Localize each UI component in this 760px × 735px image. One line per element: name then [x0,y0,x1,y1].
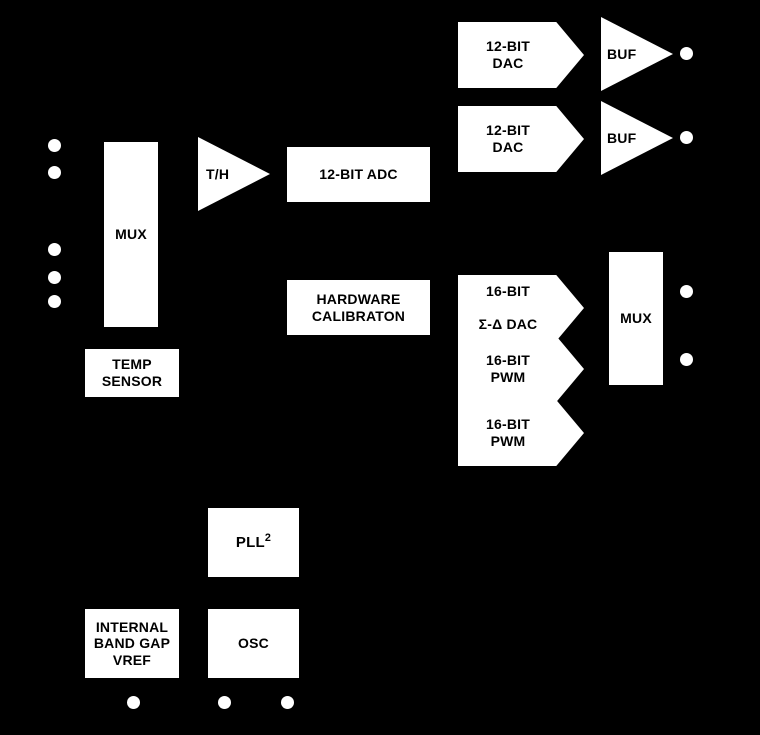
sigma-delta-dac-label-line1: 16-BIT [486,283,530,300]
output-mux-pin-1 [680,285,693,298]
oscillator-block[interactable]: OSC [207,608,300,679]
sigma-delta-dac-label: 16-BIT Σ-Δ DAC [478,275,538,341]
sigma-delta-dac-label-line2: Σ-Δ DAC [478,316,538,333]
dac-block-1[interactable]: 12-BIT DAC [458,22,584,88]
analog-input-pin-5 [48,295,61,308]
hardware-calibration-block[interactable]: HARDWARE CALIBRATON [286,279,431,336]
temp-sensor-block[interactable]: TEMP SENSOR [84,348,180,398]
output-mux-pin-2 [680,353,693,366]
dac-block-2[interactable]: 12-BIT DAC [458,106,584,172]
pll-block[interactable]: PLL2 [207,507,300,578]
osc-pin-1 [218,696,231,709]
output-mux-block[interactable]: MUX [608,251,664,386]
buffered-dac-output-pin-2 [680,131,693,144]
osc-pin-2 [281,696,294,709]
buffer-block-1[interactable]: BUF [601,17,673,91]
vref-pin [127,696,140,709]
analog-input-pin-2 [48,166,61,179]
pll-label-base: PLL [235,533,265,551]
bandgap-vref-block[interactable]: INTERNAL BAND GAP VREF [84,608,180,679]
analog-input-pin-1 [48,139,61,152]
pll-label-superscript: 2 [264,531,272,544]
pwm-block-2[interactable]: 16-BIT PWM [458,400,584,466]
sigma-delta-dac-block[interactable]: 16-BIT Σ-Δ DAC [458,275,584,341]
analog-input-pin-3 [48,243,61,256]
input-mux-block[interactable]: MUX [103,141,159,328]
pwm-block-1[interactable]: 16-BIT PWM [458,336,584,402]
buffer-block-2[interactable]: BUF [601,101,673,175]
track-hold-block[interactable]: T/H [198,137,270,211]
adc-block[interactable]: 12-BIT ADC [286,146,431,203]
pll-label: PLL2 [235,531,272,552]
analog-input-pin-4 [48,271,61,284]
buffered-dac-output-pin-1 [680,47,693,60]
